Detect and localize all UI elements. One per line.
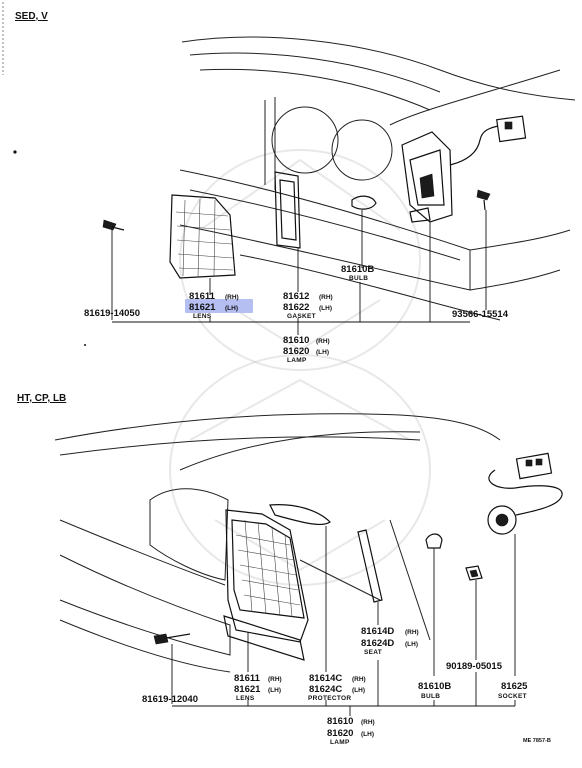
svg-text:81610: 81610	[283, 335, 309, 346]
ht-seat-part	[357, 529, 383, 603]
svg-text:PROTECTOR: PROTECTOR	[308, 695, 351, 702]
svg-text:(RH): (RH)	[352, 676, 366, 683]
sed-lamp-housing-part	[401, 115, 527, 223]
svg-text:LAMP: LAMP	[330, 739, 350, 746]
svg-text:93566-15514: 93566-15514	[452, 309, 509, 320]
svg-text:81622: 81622	[283, 302, 309, 313]
ht-callout-protector: 81614C (RH) 81624C (LH) PROTECTOR	[308, 673, 366, 702]
svg-text:81610B: 81610B	[341, 264, 374, 275]
svg-text:(RH): (RH)	[405, 629, 419, 636]
svg-text:(LH): (LH)	[319, 305, 332, 312]
svg-text:81620: 81620	[283, 346, 309, 357]
sed-callout-screw: 81619-14050	[84, 308, 140, 319]
svg-text:(LH): (LH)	[225, 305, 238, 312]
svg-text:81621: 81621	[234, 684, 261, 695]
ht-callout-socket: 81625 SOCKET	[498, 681, 528, 700]
svg-text:81625: 81625	[501, 681, 528, 692]
svg-text:BULB: BULB	[349, 275, 368, 282]
svg-text:(LH): (LH)	[352, 687, 365, 694]
svg-text:(LH): (LH)	[361, 731, 374, 738]
ht-bulb-part	[425, 533, 443, 549]
ht-leader-lines	[171, 526, 516, 716]
svg-text:81610: 81610	[327, 716, 353, 727]
svg-text:(LH): (LH)	[268, 687, 281, 694]
svg-text:SOCKET: SOCKET	[498, 693, 527, 700]
sed-leader-lines	[111, 210, 487, 335]
sed-bulb-part	[351, 195, 377, 210]
scan-dot	[84, 344, 86, 346]
svg-text:81614C: 81614C	[309, 673, 342, 684]
svg-text:(RH): (RH)	[319, 294, 333, 301]
svg-text:(RH): (RH)	[225, 294, 239, 301]
svg-text:(RH): (RH)	[361, 719, 375, 726]
ht-callout-bulb: 81610B BULB	[418, 681, 451, 700]
scan-dot	[13, 150, 17, 154]
ht-callout-lens: 81611 (RH) 81621 (LH) LENS	[234, 673, 282, 702]
svg-text:LENS: LENS	[193, 313, 212, 320]
highlight-box	[185, 299, 253, 313]
svg-text:LAMP: LAMP	[287, 357, 307, 364]
ht-callout-seat: 81614D (RH) 81624D (LH) SEAT	[361, 626, 419, 656]
svg-text:81624D: 81624D	[361, 638, 394, 649]
sed-callout-bulb: 81610B BULB	[341, 264, 374, 282]
svg-text:BULB: BULB	[421, 693, 440, 700]
sed-lens-part	[169, 194, 236, 279]
svg-text:81619-12040: 81619-12040	[142, 694, 198, 705]
svg-text:81612: 81612	[283, 291, 309, 302]
section-title-sed-v: SED, V	[15, 11, 48, 22]
svg-text:90189-05015: 90189-05015	[446, 661, 503, 672]
section-title-ht-cp-lb: HT, CP, LB	[17, 393, 66, 404]
sed-gasket-part	[274, 171, 301, 249]
sed-callout-lamp: 81610 (RH) 81620 (LH) LAMP	[283, 335, 330, 364]
svg-text:(LH): (LH)	[316, 349, 329, 356]
sed-callout-bolt: 93566-15514	[452, 309, 509, 320]
sed-screw-part	[102, 219, 125, 231]
svg-text:81619-14050: 81619-14050	[84, 308, 140, 319]
ht-clip-part	[465, 565, 483, 581]
sed-callout-gasket: 81612 (RH) 81622 (LH) GASKET	[283, 291, 333, 320]
svg-text:SEAT: SEAT	[364, 649, 382, 656]
sed-callout-lens: 81611 (RH) 81621 (LH) LENS	[189, 291, 239, 320]
drawing-reference: ME 7857-B	[523, 738, 551, 744]
ht-lens-part	[223, 509, 309, 661]
svg-text:81620: 81620	[327, 728, 353, 739]
svg-text:81624C: 81624C	[309, 684, 342, 695]
svg-text:LENS: LENS	[236, 695, 255, 702]
ht-screw-part	[153, 633, 191, 645]
svg-text:(RH): (RH)	[316, 338, 330, 345]
svg-text:(LH): (LH)	[405, 641, 418, 648]
car-body-front-sed	[179, 36, 576, 321]
watermark-emblem	[169, 149, 431, 586]
svg-text:GASKET: GASKET	[287, 313, 316, 320]
svg-text:81611: 81611	[189, 291, 216, 302]
svg-text:81614D: 81614D	[361, 626, 394, 637]
ht-protector-part	[269, 504, 331, 526]
ht-callout-screw: 81619-12040	[142, 694, 198, 705]
sed-bolt-part	[476, 189, 491, 211]
ht-callout-clip: 90189-05015	[446, 661, 503, 672]
ht-callout-lamp: 81610 (RH) 81620 (LH) LAMP	[327, 716, 375, 746]
svg-text:81611: 81611	[234, 673, 261, 684]
car-body-front-ht	[54, 413, 501, 673]
svg-text:81610B: 81610B	[418, 681, 451, 692]
svg-text:(RH): (RH)	[268, 676, 282, 683]
ht-socket-part	[487, 452, 563, 535]
svg-text:81621: 81621	[189, 302, 216, 313]
